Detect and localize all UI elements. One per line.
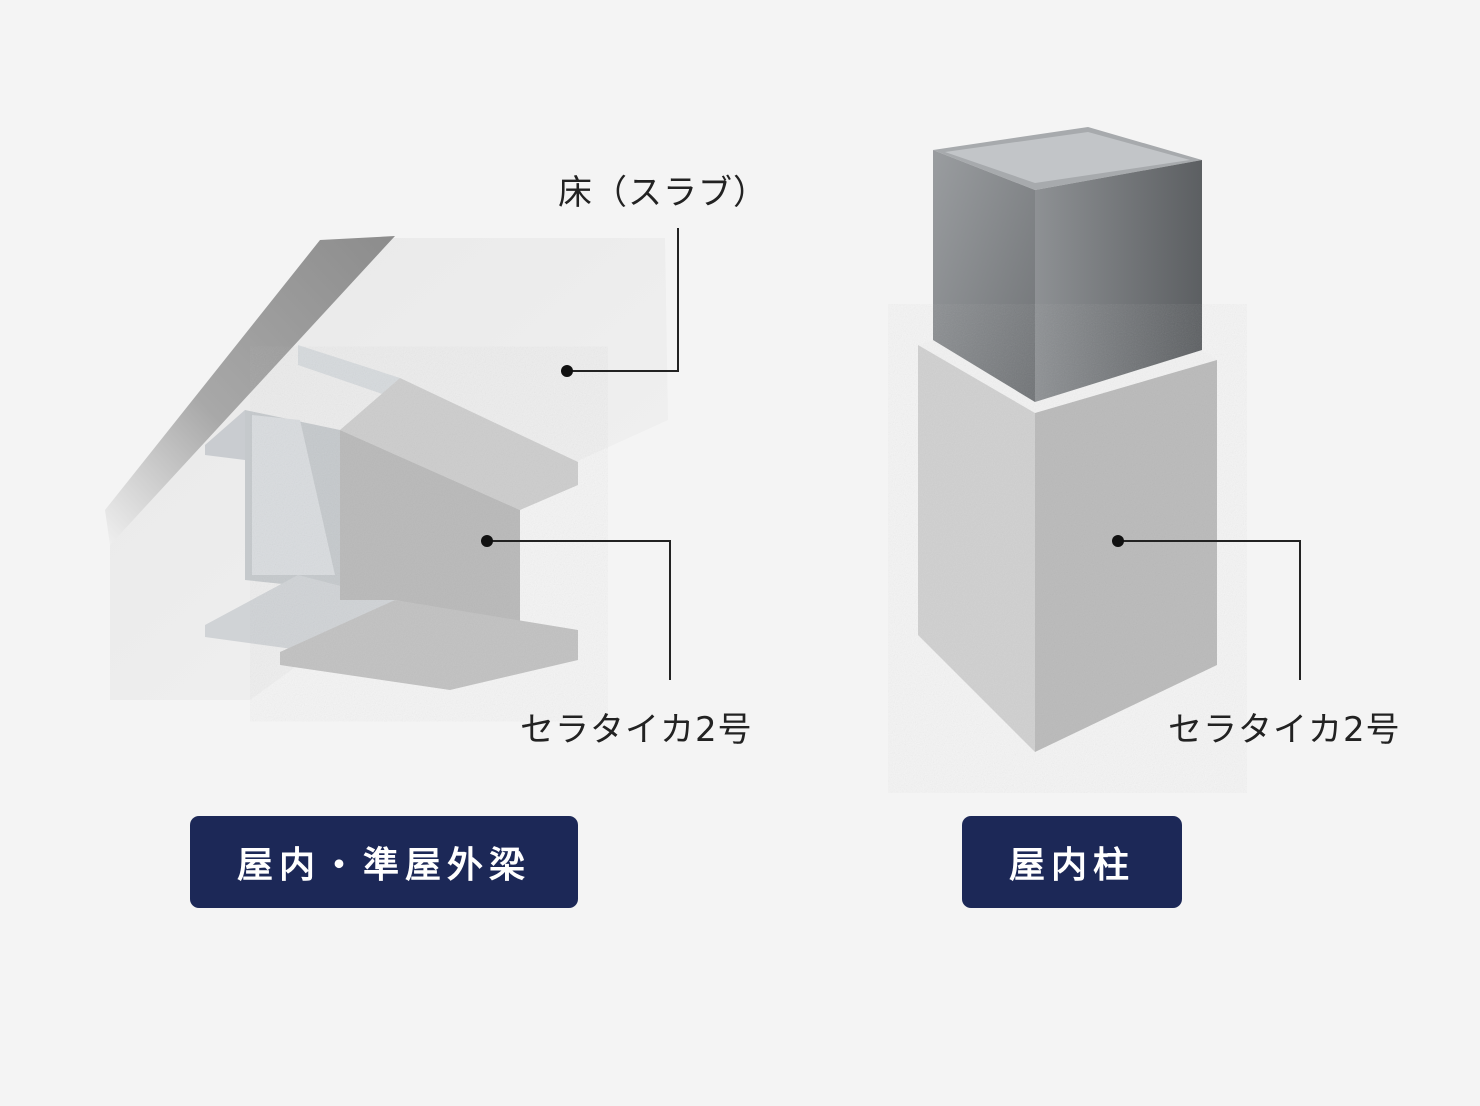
leader-column-coating [1118,540,1301,680]
steel-web-shade [252,415,335,575]
slab-edge [105,236,395,545]
coating-rim [918,340,1217,413]
leader-dot-column [1112,535,1124,547]
steel-column-right [1035,160,1202,410]
steel-top-flange [298,345,400,400]
coating-top-flange [340,378,578,510]
leader-beam-coating [487,540,671,680]
steel-column-inner [945,132,1190,183]
slab-label: 床（スラブ） [558,173,768,213]
beam-badge-text: 屋内・準屋外梁 [236,845,531,886]
leader-dot-beam [481,535,493,547]
steel-column-front [933,150,1035,410]
beam-illustration [105,236,668,700]
column-coating-label: セラタイカ2号 [1168,710,1401,750]
coating-bottom-flange [280,600,578,690]
coating-column-left [918,345,1035,752]
column-badge: 屋内柱 [962,816,1182,908]
column-illustration [918,127,1217,752]
column-badge-text: 屋内柱 [1008,845,1135,886]
steel-flange-left [205,410,245,460]
coating-web [340,430,520,625]
leader-slab [567,228,679,372]
beam-badge: 屋内・準屋外梁 [190,816,578,908]
coating-column-right [1035,360,1217,752]
beam-coating-label: セラタイカ2号 [520,710,753,750]
leader-dot-slab [561,365,573,377]
